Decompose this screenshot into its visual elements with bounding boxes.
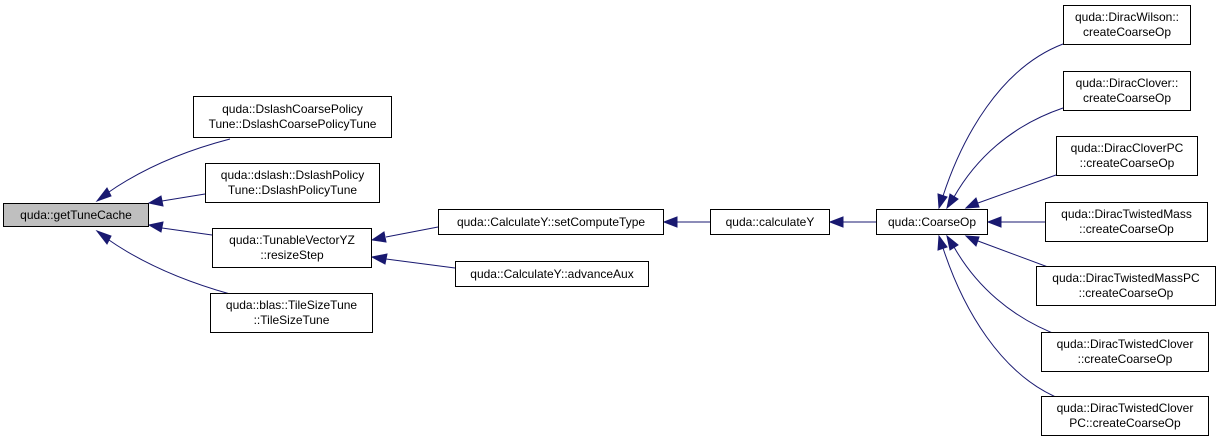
arrowhead-icon: [964, 235, 980, 247]
node-dirac-twisted-mass-create-coarse-op[interactable]: quda::DiracTwistedMass ::createCoarseOp: [1045, 202, 1208, 242]
node-advance-aux[interactable]: quda::CalculateY::advanceAux: [455, 261, 649, 287]
edge-tunablevector-to-gettunecache: [161, 227, 213, 236]
node-label: ::createCoarseOp: [1079, 156, 1175, 170]
node-label: ::createCoarseOp: [1078, 286, 1174, 300]
edge-twistedmasspc-to-coarseop: [977, 240, 1057, 271]
node-label: quda::DiracCloverPC: [1070, 141, 1184, 155]
node-label: Tune::DslashCoarsePolicyTune: [208, 117, 377, 131]
node-label: PC::createCoarseOp: [1069, 416, 1181, 430]
arrowhead-icon: [662, 216, 678, 228]
node-dslash-coarse-policy-tune[interactable]: quda::DslashCoarsePolicy Tune::DslashCoa…: [193, 96, 392, 138]
node-label: createCoarseOp: [1082, 91, 1172, 105]
arrowhead-icon: [147, 195, 164, 207]
node-label: ::resizeStep: [260, 248, 324, 262]
node-label: createCoarseOp: [1082, 25, 1172, 39]
arrowhead-icon: [946, 234, 959, 251]
node-dirac-twisted-clover-pc-create-coarse-op[interactable]: quda::DiracTwistedClover PC::createCoars…: [1041, 396, 1209, 436]
node-dslash-policy-tune[interactable]: quda::dslash::DslashPolicy Tune::DslashP…: [205, 163, 380, 203]
node-label: quda::dslash::DslashPolicy: [220, 168, 365, 182]
arrowhead-icon: [370, 253, 388, 265]
arrowhead-icon: [95, 229, 112, 245]
edge-tilesize-to-gettunecache: [105, 237, 231, 295]
arrowhead-icon: [937, 193, 948, 210]
arrowhead-icon: [964, 197, 980, 209]
arrowhead-icon: [986, 216, 1002, 228]
node-label: quda::DiracWilson::: [1074, 10, 1180, 24]
node-dirac-clover-create-coarse-op[interactable]: quda::DiracClover:: createCoarseOp: [1063, 71, 1191, 111]
node-label: quda::getTuneCache: [20, 207, 132, 222]
node-label: quda::DiracTwistedMass: [1061, 207, 1192, 221]
node-label: quda::DiracClover::: [1075, 76, 1179, 90]
arrowhead-icon: [147, 221, 164, 233]
node-label: quda::blas::TileSizeTune: [225, 298, 358, 312]
node-label: quda::DiracTwistedMassPC: [1052, 271, 1200, 285]
node-label: quda::CalculateY::advanceAux: [470, 266, 634, 281]
node-dirac-wilson-create-coarse-op[interactable]: quda::DiracWilson:: createCoarseOp: [1063, 5, 1191, 45]
edge-cloverpc-to-coarseop: [977, 174, 1057, 204]
node-label: quda::CoarseOp: [887, 214, 977, 229]
arrowhead-icon: [937, 234, 948, 251]
arrowhead-icon: [828, 216, 844, 228]
node-tile-size-tune[interactable]: quda::blas::TileSizeTune ::TileSizeTune: [210, 293, 373, 333]
node-set-compute-type[interactable]: quda::CalculateY::setComputeType: [438, 209, 664, 235]
node-calculate-y[interactable]: quda::calculateY: [710, 209, 830, 235]
node-dirac-twisted-clover-create-coarse-op[interactable]: quda::DiracTwistedClover ::createCoarseO…: [1041, 332, 1209, 372]
edge-twistedcloverpc-to-coarseop: [942, 247, 1064, 401]
node-label: quda::DiracTwistedClover: [1056, 337, 1194, 351]
node-label: ::createCoarseOp: [1079, 222, 1174, 236]
edge-clover-to-coarseop: [953, 107, 1064, 198]
node-label: quda::DslashCoarsePolicy: [222, 102, 363, 116]
node-label: quda::DiracTwistedClover: [1056, 401, 1194, 415]
node-coarse-op[interactable]: quda::CoarseOp: [876, 209, 988, 235]
node-get-tune-cache: quda::getTuneCache: [3, 203, 149, 227]
arrowhead-icon: [946, 193, 959, 210]
node-label: quda::TunableVectorYZ: [229, 233, 355, 247]
edge-wilson-to-coarseop: [942, 43, 1064, 197]
arrowhead-icon: [95, 187, 112, 203]
node-tunable-vector-yz-resize-step[interactable]: quda::TunableVectorYZ ::resizeStep: [212, 228, 372, 268]
edge-setcomputetype-to-tunablevector: [385, 226, 439, 238]
node-dirac-clover-pc-create-coarse-op[interactable]: quda::DiracCloverPC ::createCoarseOp: [1056, 136, 1198, 176]
arrowhead-icon: [370, 231, 387, 243]
node-label: quda::calculateY: [725, 214, 815, 229]
node-label: ::createCoarseOp: [1077, 352, 1173, 366]
edge-advanceaux-to-tunablevector: [385, 258, 456, 269]
edge-twistedclover-to-coarseop: [953, 246, 1064, 338]
node-dirac-twisted-mass-pc-create-coarse-op[interactable]: quda::DiracTwistedMassPC ::createCoarseO…: [1036, 266, 1216, 306]
node-label: ::TileSizeTune: [253, 313, 330, 327]
edge-dslashcoarse-to-gettunecache: [105, 138, 231, 195]
node-label: quda::CalculateY::setComputeType: [456, 214, 646, 229]
node-label: Tune::DslashPolicyTune: [227, 183, 358, 197]
edge-dslashpolicy-to-gettunecache: [161, 193, 206, 202]
